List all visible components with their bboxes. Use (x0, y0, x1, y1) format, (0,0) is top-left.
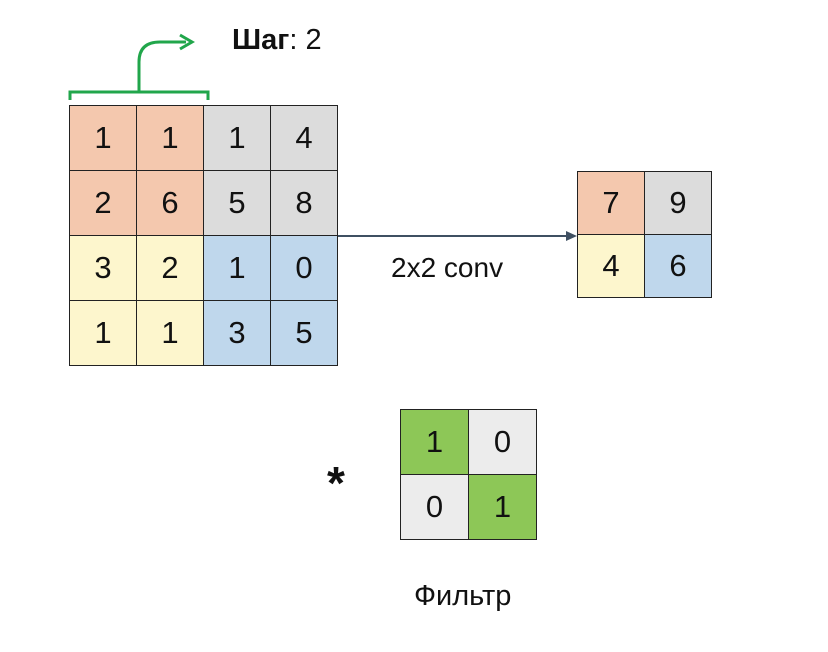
input-cell: 4 (271, 106, 338, 171)
output-cell: 6 (645, 235, 712, 298)
output-cell: 4 (578, 235, 645, 298)
stride-arrow (137, 40, 186, 92)
input-cell: 1 (70, 301, 137, 366)
input-cell: 3 (70, 236, 137, 301)
input-cell: 0 (271, 236, 338, 301)
input-cell: 8 (271, 171, 338, 236)
input-cell: 1 (70, 106, 137, 171)
input-cell: 2 (137, 236, 204, 301)
filter-cell: 1 (469, 475, 537, 540)
stride-arrow-head (179, 33, 195, 51)
conv-arrow-head (566, 231, 577, 241)
input-cell: 1 (204, 106, 271, 171)
stride-title: Шаг (232, 24, 290, 56)
output-cell: 9 (645, 172, 712, 235)
convolution-operator: * (327, 457, 345, 509)
input-cell: 1 (137, 106, 204, 171)
input-cell: 5 (204, 171, 271, 236)
input-cell: 1 (137, 301, 204, 366)
stride-label: Шаг: 2 (232, 24, 322, 57)
filter-label: Фильтр (414, 580, 512, 612)
input-cell: 3 (204, 301, 271, 366)
stride-bracket (68, 90, 210, 100)
output-cell: 7 (578, 172, 645, 235)
stride-separator: : (289, 24, 298, 56)
input-cell: 1 (204, 236, 271, 301)
input-cell: 2 (70, 171, 137, 236)
input-cell: 5 (271, 301, 338, 366)
input-cell: 6 (137, 171, 204, 236)
operation-label: 2x2 conv (391, 252, 504, 283)
filter-cell: 0 (401, 475, 469, 540)
stride-value: 2 (305, 24, 322, 56)
filter-cell: 1 (401, 410, 469, 475)
filter-cell: 0 (469, 410, 537, 475)
